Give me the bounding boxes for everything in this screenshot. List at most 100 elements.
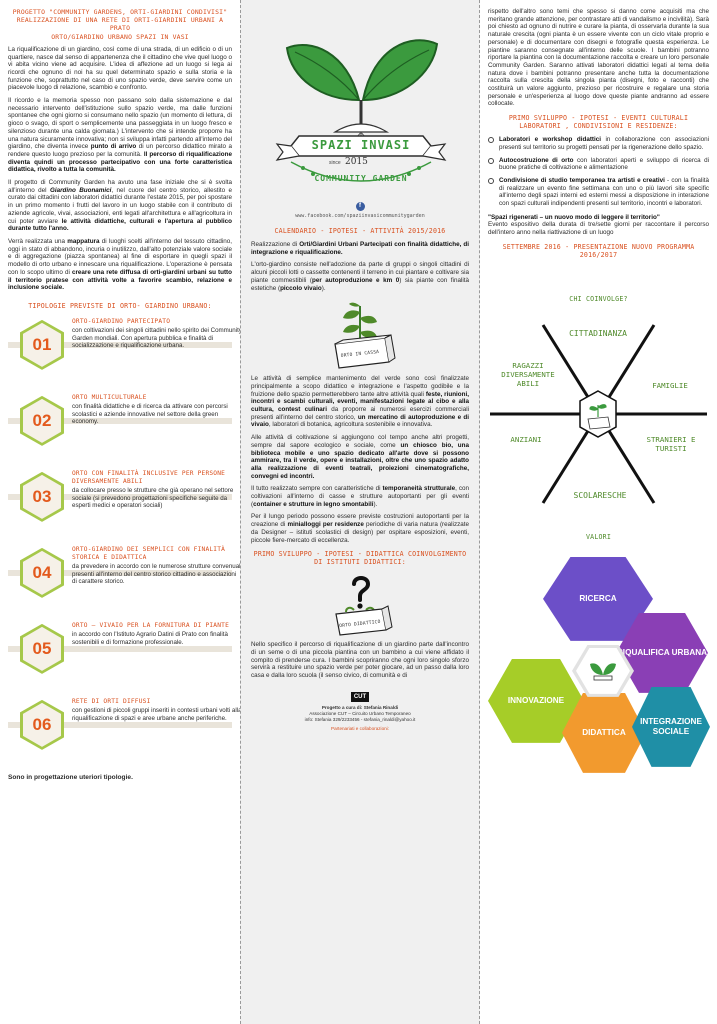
text-bold: "Spazi rigenerati – un nuovo modo di leg… — [488, 213, 660, 221]
chi-scolaresche: Scolaresche — [573, 490, 627, 500]
text: da proporre ai numerosi esercizi commerc… — [251, 406, 469, 421]
credit-line: Progetto a cura di: Stefania Rinaldi — [321, 704, 399, 710]
logo-subtitle: COMMUNITY GARDEN — [314, 174, 408, 183]
bullet-icon — [488, 137, 494, 144]
text-bold: Orti/Giardini Urbani Partecipati con fin… — [251, 241, 470, 256]
tipologia-title: Orto – vivaio per la fornitura di piante — [72, 621, 230, 629]
list-item: Autocostruzione di orto con laboratori a… — [488, 157, 709, 172]
text: , nel cuore del centro storico, allestit… — [8, 186, 233, 225]
calendar-paragraph-1: Realizzazione di Orti/Giardini Urbani Pa… — [251, 241, 469, 256]
text-bold: Giardino Buonamici — [49, 186, 112, 194]
plant-crate-illustration — [334, 302, 396, 369]
question-crate-illustration — [335, 576, 393, 636]
facebook-icon[interactable]: f — [355, 202, 365, 211]
text-bold: mappatura — [67, 237, 100, 245]
valori-hexagons: RICERCA RIQUALIFICA URBANA INNOVAZIONE D… — [488, 547, 710, 777]
cut-logo: CUT — [251, 685, 469, 703]
text: con laboratori aperti e sviluppo di rice… — [499, 156, 709, 172]
calendar-paragraph-2: L'orto-giardino consiste nell'adozione d… — [251, 261, 469, 292]
text-bold: temporaneità strutturale — [382, 485, 456, 493]
primo-sviluppo-didattica-title: Primo sviluppo - ipotesi - didattica coi… — [253, 550, 467, 567]
badge-number: 02 — [23, 398, 61, 443]
tipologia-title: Orto multiculturale — [72, 393, 147, 401]
text: periodiche di varia natura (realizzate d… — [251, 521, 469, 544]
text: Il tutto realizzato sempre con caratteri… — [251, 485, 381, 493]
text-bold: Il percorso di riqualificazione diventa … — [8, 150, 232, 174]
text-bold: piccolo vivaio — [280, 284, 322, 292]
primo-sviluppo-eventi-title: Primo sviluppo - ipotesi - eventi cultur… — [508, 114, 689, 131]
text-bold: container e strutture in legno smontabil… — [253, 500, 374, 508]
text-bold: le attività didattiche, culturali e l'ap… — [8, 217, 232, 233]
diagram-lines — [490, 324, 707, 504]
hexagon-number-badge: 06 — [20, 699, 64, 750]
badge-number: 06 — [23, 702, 61, 747]
tipologia-title: Rete di orti diffusi — [72, 697, 151, 705]
calendar-paragraph-4: Alle attività di coltivazione si aggiung… — [251, 434, 469, 480]
credit-line: info: Stefania 329/2233456 - stefania_ri… — [304, 716, 416, 722]
text: in collaborazione con associazioni prese… — [499, 136, 709, 151]
text-bold: creare una rete diffusa di orti-giardini… — [8, 268, 232, 292]
tipologia-text: in accordo con l'Istituto Agrario Datini… — [72, 630, 228, 646]
header-line-3: Orto/giardino urbano SPAZI IN VASI — [51, 32, 189, 41]
text: , con coltivazioni all'interno di casse … — [251, 485, 470, 508]
logo-year: 2015 — [345, 157, 368, 167]
credit-line: Partenariati e collaborazioni: — [331, 725, 389, 731]
chi-coinvolge-title: Chi coinvolge? — [569, 294, 628, 303]
intro-paragraph-4: Verrà realizzata una mappatura di luoghi… — [8, 238, 232, 292]
facebook-url[interactable]: www.facebook.com/spaziinvasicommunitygar… — [295, 213, 425, 219]
intro-paragraph-1: La riqualificazione di un giardino, così… — [8, 45, 232, 92]
tipologia-text: con coltivazioni dei singoli cittadini n… — [72, 326, 240, 350]
chi-cittadinanza: Cittadinanza — [569, 328, 627, 338]
text-bold: un chiosco bio, una biblioteca mobile e … — [251, 441, 470, 480]
text: ) sia piante con finalità estetiche ( — [251, 276, 469, 292]
list-item: Condivisione di studio temporanea tra ar… — [488, 177, 709, 208]
tipologia-item: 01 Orto-giardino partecipato con coltiva… — [8, 316, 240, 392]
text: L'orto-giardino consiste nell'adozione d… — [251, 261, 469, 284]
tipologia-title: Orto-giardino partecipato — [72, 317, 171, 325]
tipologie-title: Tipologie previste di orto- giardino urb… — [28, 301, 212, 310]
bullet-icon — [488, 177, 494, 184]
valore-integrazione: INTEGRAZIONE SOCIALE — [632, 686, 710, 767]
hexagon-number-badge: 02 — [20, 395, 64, 446]
hexagon-number-badge: 01 — [20, 319, 64, 370]
chi-famiglie: Famiglie — [652, 380, 688, 390]
logo-title: SPAZI INVASI — [311, 138, 411, 152]
sprout-icon — [590, 663, 616, 681]
text: Per il lungo periodo possono essere prev… — [251, 513, 469, 529]
badge-number: 03 — [23, 474, 61, 519]
tipologia-item: 06 Rete di orti diffusi con gestioni di … — [8, 696, 240, 772]
text: di luoghi scelti all'interno del tessuto… — [8, 237, 233, 276]
settembre-title: Settembre 2016 - presentazione nuovo pro… — [502, 242, 695, 259]
badge-number: 04 — [23, 550, 61, 595]
tipologia-text: da prevedere in accordo con le numerose … — [72, 562, 240, 586]
tipologia-item: 04 Orto-giardino dei semplici con finali… — [8, 544, 240, 620]
hexagon-number-badge: 03 — [20, 471, 64, 522]
text: ). — [321, 284, 326, 292]
hexagon-number-badge: 04 — [20, 547, 64, 598]
middle-column: SPAZI INVASI since 2015 COMMUNITY GARDEN… — [240, 0, 480, 1024]
text: Verrà realizzata una — [8, 237, 66, 245]
primo-didattica-text: Nello specifico il percorso di riqualifi… — [251, 641, 469, 680]
tipologia-text: con gestioni di piccoli gruppi inseriti … — [72, 706, 240, 722]
cut-logo-text: CUT — [350, 691, 370, 702]
project-header: Progetto "Community gardens, orti-giardi… — [8, 8, 232, 41]
sprout-logo-icon — [275, 39, 447, 182]
intro-paragraph-2: Il ricordo e la memoria spesso non passa… — [8, 97, 232, 174]
calendar-paragraph-6: Per il lungo periodo possono essere prev… — [251, 513, 469, 544]
chi-ragazzi: Ragazzi diversamente abili — [501, 360, 555, 388]
chi-coinvolge-diagram: Cittadinanza Famiglie Ragazzi diversamen… — [488, 309, 709, 519]
tipologia-item: 02 Orto multiculturale con finalità dida… — [8, 392, 232, 468]
text-bold: feste, riunioni, incontri e scambi cultu… — [251, 390, 469, 414]
text: Alle attività di coltivazione si aggiung… — [251, 434, 469, 449]
tipologia-text: con finalità didattiche e di ricerca da … — [72, 402, 228, 426]
text-bold: un mercatino di autoproduzione e di viva… — [251, 413, 469, 429]
text: Il ricordo e la memoria spesso non passa… — [8, 97, 232, 151]
spazi-invasi-logo: SPAZI INVASI since 2015 COMMUNITY GARDEN — [251, 8, 471, 198]
right-column: rispetto dell'altro sono temi che spesso… — [480, 0, 717, 1024]
tipologia-item: 03 Orto con finalità inclusive per perso… — [8, 468, 233, 544]
text: , laboratori di botanica, agricoltura so… — [268, 421, 433, 429]
text: Il progetto di Community Garden ha avuto… — [8, 179, 232, 194]
text-bold: per autoproduzione e km 0 — [311, 276, 400, 284]
tipologia-text: da collocare presso le strutture che già… — [72, 486, 234, 510]
hexagon-number-badge: 05 — [20, 623, 64, 674]
